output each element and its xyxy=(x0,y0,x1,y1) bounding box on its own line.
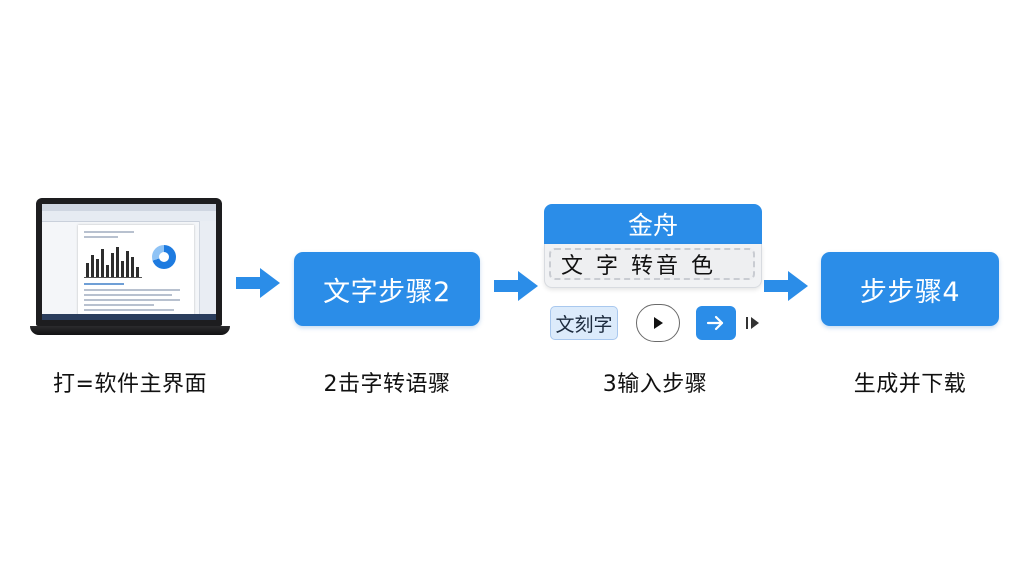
window-titlebar xyxy=(42,204,216,211)
step-4-label: 步步骤4 xyxy=(859,276,961,308)
step-1-caption: 打=软件主界面 xyxy=(53,372,207,397)
text-input-value: 文 字 转音 色 xyxy=(561,254,716,279)
right-arrow-icon xyxy=(764,271,808,301)
laptop-base xyxy=(30,326,230,335)
step-2-caption: 2击字转语骤 xyxy=(323,372,451,397)
step-3-panel-header: 金舟 xyxy=(544,204,762,244)
text-chip-label: 文刻字 xyxy=(555,313,613,336)
text-chip[interactable]: 文刻字 xyxy=(550,306,618,340)
play-button[interactable] xyxy=(636,304,680,342)
donut-chart-thumbnail xyxy=(152,245,176,269)
right-arrow-icon xyxy=(494,271,538,301)
laptop-screenshot-icon xyxy=(30,198,230,336)
window-taskbar xyxy=(42,314,216,320)
window-sidebar xyxy=(199,221,216,320)
bar-chart-thumbnail xyxy=(84,243,142,278)
document-preview xyxy=(78,225,194,317)
send-button[interactable] xyxy=(696,306,736,340)
text-input-field[interactable]: 文 字 转音 色 xyxy=(549,248,755,280)
step-4-caption: 生成并下载 xyxy=(853,372,967,397)
laptop-screen-bezel xyxy=(36,198,222,326)
right-arrow-icon xyxy=(236,268,280,298)
panel-header-title: 金舟 xyxy=(627,211,678,240)
step-3-caption: 3输入步骤 xyxy=(602,372,708,397)
send-arrow-icon xyxy=(706,315,724,331)
step-3-panel-body: 文 字 转音 色 xyxy=(544,244,762,288)
laptop-screen xyxy=(42,204,216,320)
window-toolbar xyxy=(42,211,216,222)
step-2-button[interactable]: 文字步骤2 xyxy=(294,252,480,326)
play-icon xyxy=(654,317,663,329)
step-4-button[interactable]: 步步骤4 xyxy=(821,252,999,326)
step-2-label: 文字步骤2 xyxy=(323,276,451,308)
skip-next-icon[interactable] xyxy=(744,313,762,333)
